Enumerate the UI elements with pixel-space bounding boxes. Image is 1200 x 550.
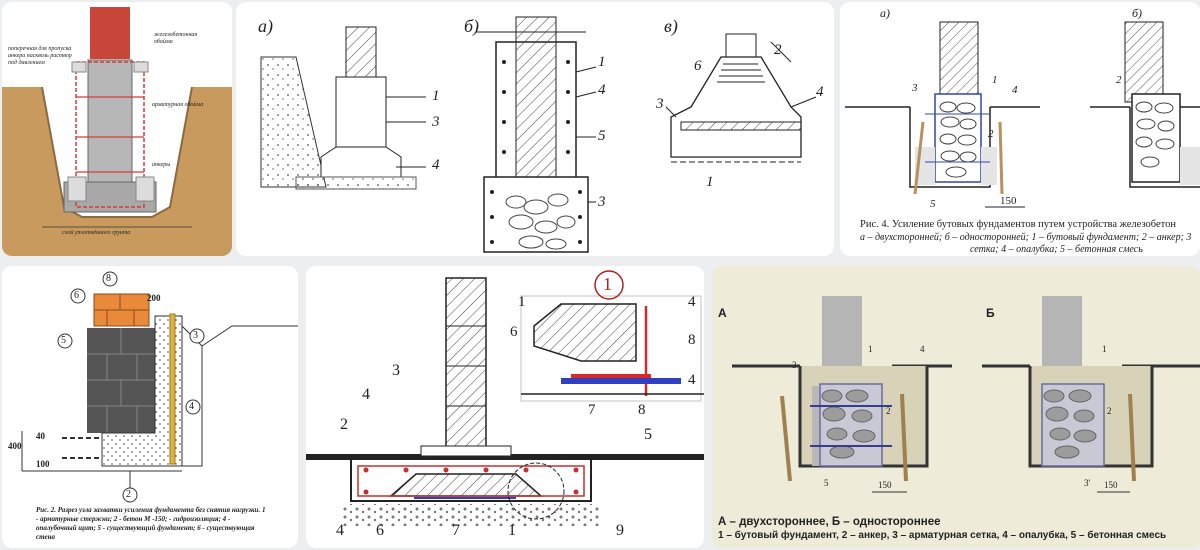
colored-foundation-drawing <box>732 296 1200 493</box>
diagram-tile-rubble-foundation[interactable]: а) б) 1 2 3 4 5 2 150 Рис. 4. Усиление б… <box>840 2 1200 256</box>
colored-callout-5: 5 <box>824 478 829 488</box>
under-callout-3: 3 <box>392 362 400 379</box>
rubble-sub-b: б) <box>1132 6 1143 20</box>
rubble-caption-title: Рис. 4. Усиление бутовых фундаментов пут… <box>860 219 1176 230</box>
colored-callout-3: 3 <box>792 360 797 370</box>
detail-callout-7: 7 <box>588 402 596 418</box>
node-dim-100: 100 <box>36 459 50 469</box>
rubble-caption-line3: сетка; 4 – опалубка; 5 – бетонная смесь <box>970 244 1143 255</box>
node-dim-400: 400 <box>8 441 22 451</box>
detail-callout-8-bottom: 8 <box>638 402 646 418</box>
callout-v-2: 2 <box>774 42 782 58</box>
colored-label-A: А <box>718 306 727 320</box>
colored-callout-1: 1 <box>868 344 873 354</box>
callout-v-1: 1 <box>706 174 714 190</box>
section-b-label: б) <box>464 16 480 36</box>
colored-callout-b-1: 1 <box>1102 344 1107 354</box>
colored-callout-2: 2 <box>886 406 891 416</box>
node-circle-8: 8 <box>106 273 111 284</box>
callout-a-1: 1 <box>432 88 440 104</box>
diagram-tile-sections-abv[interactable]: а) б) в) 1 3 4 1 4 5 3 6 2 3 4 1 <box>236 2 834 256</box>
rubble-callout-b-2: 2 <box>1116 74 1122 86</box>
colored-legend-line1: А – двухстороннее, Б – одностороннее <box>718 516 941 528</box>
callout-b-5: 5 <box>598 128 606 144</box>
node-circle-6: 6 <box>74 290 79 301</box>
under-callout-9: 9 <box>616 522 624 539</box>
callout-v-6: 6 <box>694 58 702 74</box>
under-callout-6: 6 <box>376 522 384 539</box>
node-circle-3: 3 <box>193 330 198 341</box>
rubble-drawing <box>845 21 1200 208</box>
detail-callout-8-top: 8 <box>688 332 696 348</box>
node-drawing <box>21 271 298 503</box>
callout-b-4: 4 <box>598 82 606 98</box>
colored-callout-4: 4 <box>920 344 925 354</box>
cage-label-anchors: анкеры <box>152 162 171 168</box>
node-caption: Рис. 2. Разрез узла захватки усиления фу… <box>36 506 266 541</box>
rubble-caption-line2: а – двухсторонней; б – односторонней; 1 … <box>860 232 1192 243</box>
under-callout-4-bottom: 4 <box>336 522 344 539</box>
rubble-sub-a: а) <box>880 6 890 20</box>
rubble-dimension-150: 150 <box>1000 195 1017 207</box>
under-callout-5: 5 <box>644 426 652 443</box>
detail-marker-circle <box>594 270 624 300</box>
colored-dim-150: 150 <box>878 480 892 490</box>
colored-label-B: Б <box>986 306 995 320</box>
callout-a-3: 3 <box>432 114 440 130</box>
diagram-tile-underpinning-detail[interactable]: 1 3 4 2 4 6 7 1 5 9 1 6 4 8 7 8 4 <box>306 266 704 548</box>
colored-callout-b-3: 3' <box>1084 478 1091 488</box>
callout-v-3: 3 <box>656 96 664 112</box>
detail-callout-4-top: 4 <box>688 294 696 310</box>
rubble-callout-3: 3 <box>912 82 918 94</box>
rubble-callout-1: 1 <box>992 74 998 86</box>
diagram-tile-colored-foundation[interactable]: А Б 3 1 4 2 5 1 2 3' 150 150 А – двухсто… <box>712 266 1200 548</box>
callout-a-4: 4 <box>432 157 440 173</box>
rubble-callout-2: 2 <box>988 128 994 140</box>
under-callout-7: 7 <box>452 522 460 539</box>
callout-v-4: 4 <box>816 84 824 100</box>
node-dim-200: 200 <box>147 293 161 303</box>
rubble-callout-5: 5 <box>930 198 936 210</box>
detail-callout-4-bottom: 4 <box>688 372 696 388</box>
diagram-tile-node-section[interactable]: 8 6 5 3 4 2 200 400 40 100 Рис. 2. Разре… <box>2 266 298 548</box>
callout-b-3: 3 <box>598 194 606 210</box>
cage-label-rebar-jacket: арматурная обойма <box>152 102 204 108</box>
section-a-label: а) <box>258 16 273 36</box>
sections-drawing <box>260 16 817 253</box>
callout-b-1: 1 <box>598 54 606 70</box>
node-dim-40: 40 <box>36 431 45 441</box>
colored-callout-b-2: 2 <box>1107 406 1112 416</box>
colored-legend-line2: 1 – бутовый фундамент, 2 – анкер, 3 – ар… <box>718 530 1167 541</box>
detail-marker-label: 1 <box>603 274 612 294</box>
section-v-label: в) <box>664 16 678 36</box>
node-circle-4: 4 <box>189 401 194 412</box>
under-callout-1: 1 <box>508 522 516 539</box>
rubble-callout-4: 4 <box>1012 84 1018 96</box>
cage-label-soil-layer: слой уплотнённого грунта <box>62 230 131 236</box>
cage-label-anchor-hole: поперечная для пропуска анкера насквозь … <box>8 46 72 66</box>
diagram-tile-cage-reinforcement[interactable]: поперечная для пропуска анкера насквозь … <box>2 2 232 256</box>
under-callout-4-top: 4 <box>362 386 370 403</box>
detail-callout-6: 6 <box>510 324 518 340</box>
under-callout-2: 2 <box>340 416 348 433</box>
detail-callout-1: 1 <box>518 294 526 310</box>
cage-label-rc-jacket: железобетонная обойма <box>154 32 198 45</box>
node-circle-2: 2 <box>126 489 131 500</box>
node-circle-5: 5 <box>61 335 66 346</box>
colored-dim-150-b: 150 <box>1104 480 1118 490</box>
underpinning-drawing <box>306 277 704 526</box>
cage-drawing <box>2 7 232 256</box>
